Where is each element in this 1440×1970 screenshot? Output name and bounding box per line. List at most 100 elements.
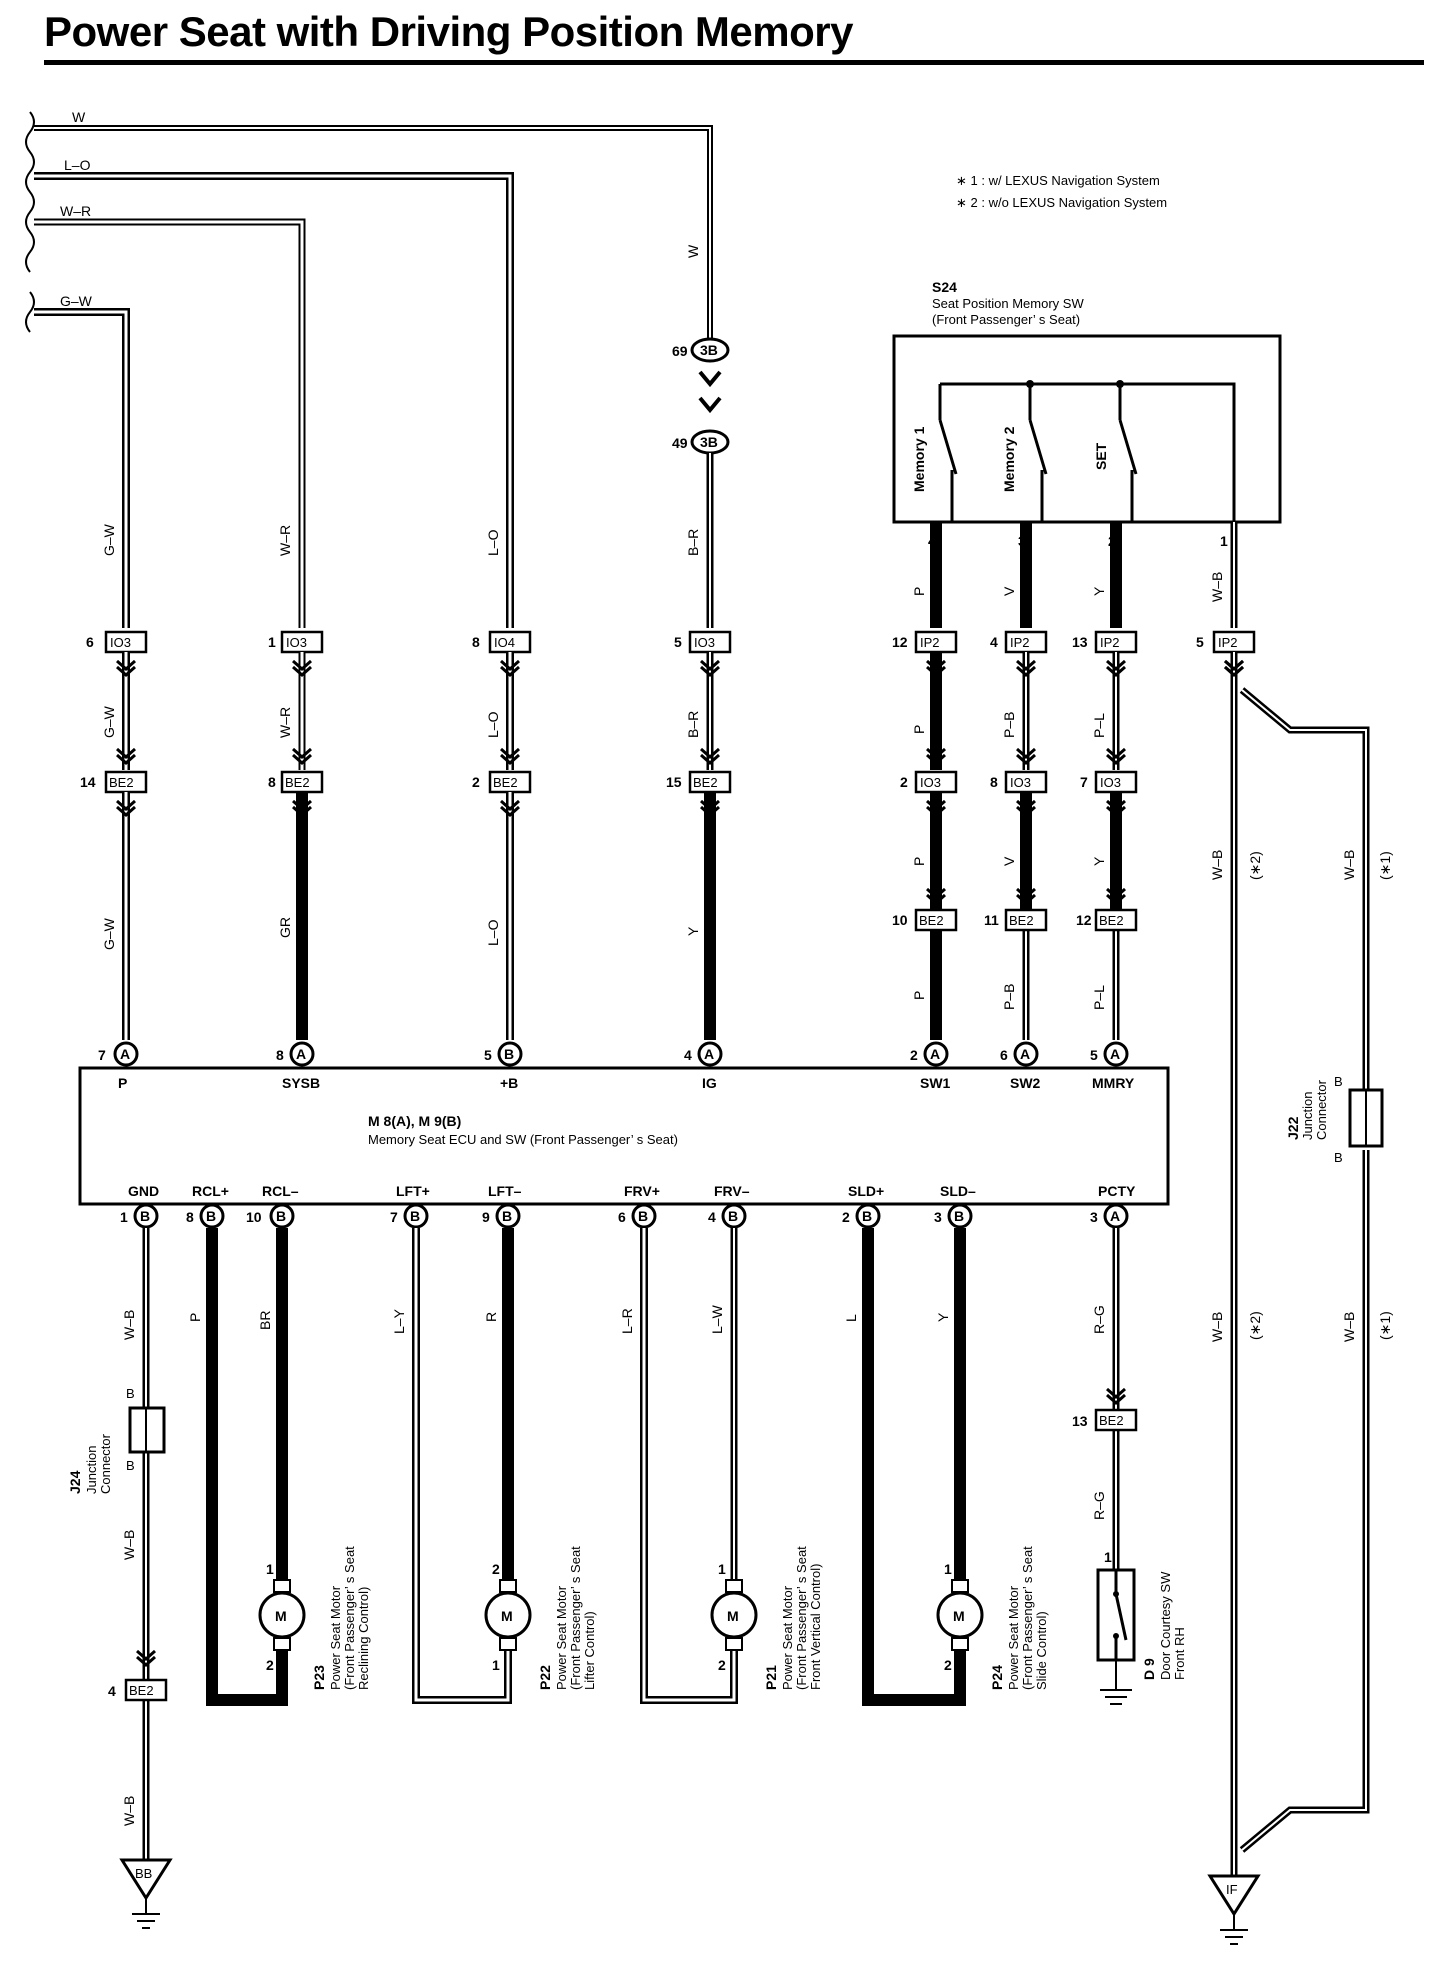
svg-text:IO3: IO3 xyxy=(286,635,307,650)
wire-label-wb: W–B xyxy=(1209,572,1225,602)
svg-text:B: B xyxy=(862,1208,872,1224)
switch-contact-memory1: Memory 1 xyxy=(911,426,927,492)
switch-box xyxy=(892,334,1282,524)
switch-sub: (Front Passenger’ s Seat) xyxy=(932,312,1080,327)
svg-text:P24: P24 xyxy=(989,1665,1005,1690)
svg-text:2: 2 xyxy=(492,1561,500,1577)
svg-text:1: 1 xyxy=(1104,1549,1112,1565)
svg-text:7: 7 xyxy=(98,1047,106,1063)
svg-text:IG: IG xyxy=(702,1075,717,1091)
svg-text:IP2: IP2 xyxy=(1010,635,1030,650)
svg-text:FRV+: FRV+ xyxy=(624,1183,660,1199)
wire-label: L–R xyxy=(619,1308,635,1334)
svg-text:69: 69 xyxy=(672,343,688,359)
svg-text:FRV–: FRV– xyxy=(714,1183,750,1199)
note-1: ∗ 1 : w/ LEXUS Navigation System xyxy=(956,173,1160,188)
svg-text:5: 5 xyxy=(484,1047,492,1063)
wire-label: W–B xyxy=(1341,850,1357,880)
svg-text:(Front Passenger’ s Seat: (Front Passenger’ s Seat xyxy=(794,1546,809,1690)
svg-text:1: 1 xyxy=(718,1561,726,1577)
svg-text:GND: GND xyxy=(128,1183,159,1199)
diagram-title: Power Seat with Driving Position Memory xyxy=(44,8,853,55)
note-2: ∗ 2 : w/o LEXUS Navigation System xyxy=(956,195,1167,210)
wire-label: Y xyxy=(685,926,701,936)
wire-label: W–B xyxy=(121,1310,137,1340)
svg-text:IO3: IO3 xyxy=(110,635,131,650)
wire-label-sw2: V xyxy=(1001,586,1017,596)
wire-label: BR xyxy=(257,1311,273,1330)
svg-text:8: 8 xyxy=(472,634,480,650)
wire-wb-loop xyxy=(1230,652,1370,1876)
svg-text:BE2: BE2 xyxy=(1099,1413,1124,1428)
svg-text:SW1: SW1 xyxy=(920,1075,951,1091)
svg-text:9: 9 xyxy=(482,1209,490,1225)
svg-text:BE2: BE2 xyxy=(693,775,718,790)
wire-label: (∗1) xyxy=(1377,851,1393,880)
svg-text:J24: J24 xyxy=(67,1470,83,1494)
svg-text:6: 6 xyxy=(1000,1047,1008,1063)
svg-text:LFT+: LFT+ xyxy=(396,1183,430,1199)
svg-text:3: 3 xyxy=(934,1209,942,1225)
wire-label: P–B xyxy=(1001,712,1017,738)
svg-text:12: 12 xyxy=(1076,912,1092,928)
svg-text:Reclining Control): Reclining Control) xyxy=(356,1587,371,1690)
wire-label: L–O xyxy=(485,711,501,738)
svg-text:2: 2 xyxy=(910,1047,918,1063)
connector-3b: 3B 69 3B 49 xyxy=(672,337,730,455)
wire-label: P xyxy=(187,1313,203,1322)
svg-text:8: 8 xyxy=(990,774,998,790)
svg-text:Front Vertical Control): Front Vertical Control) xyxy=(808,1564,823,1690)
wire-label: (∗1) xyxy=(1377,1311,1393,1340)
motor-p21: M 1 2 P21 Power Seat Motor (Front Passen… xyxy=(710,1546,823,1690)
svg-text:2: 2 xyxy=(900,774,908,790)
svg-text:Connector: Connector xyxy=(98,1433,113,1494)
wire-label: Y xyxy=(1091,856,1107,866)
svg-text:BE2: BE2 xyxy=(493,775,518,790)
svg-text:M: M xyxy=(501,1608,513,1624)
svg-text:Junction: Junction xyxy=(1300,1092,1315,1140)
wires-lower xyxy=(122,792,1122,1040)
svg-text:2: 2 xyxy=(842,1209,850,1225)
wire-w-r xyxy=(34,218,306,628)
svg-text:P22: P22 xyxy=(537,1665,553,1690)
svg-text:2: 2 xyxy=(944,1657,952,1673)
wire-label: G–W xyxy=(101,705,117,738)
wire-label: V xyxy=(1001,856,1017,866)
svg-text:11: 11 xyxy=(984,912,999,928)
svg-text:P: P xyxy=(118,1075,127,1091)
svg-text:B: B xyxy=(1334,1074,1343,1089)
svg-text:13: 13 xyxy=(1072,1413,1088,1429)
junction-j22: B B J22 Junction Connector xyxy=(1285,1074,1384,1165)
wire-label: P–L xyxy=(1091,985,1107,1010)
svg-text:LFT–: LFT– xyxy=(488,1183,522,1199)
svg-text:15: 15 xyxy=(666,774,682,790)
svg-text:BE2: BE2 xyxy=(109,775,134,790)
svg-text:10: 10 xyxy=(246,1209,262,1225)
ground-if: IF xyxy=(1207,1874,1261,1945)
wire-label: W–R xyxy=(277,525,293,556)
svg-text:10: 10 xyxy=(892,912,908,928)
switch-internals xyxy=(938,382,1236,522)
svg-text:6: 6 xyxy=(618,1209,626,1225)
svg-text:B: B xyxy=(276,1208,286,1224)
svg-text:A: A xyxy=(930,1046,940,1062)
svg-text:P21: P21 xyxy=(763,1665,779,1690)
svg-text:M: M xyxy=(727,1608,739,1624)
wire-label-l-o: L–O xyxy=(64,157,91,173)
svg-text:P23: P23 xyxy=(311,1665,327,1690)
svg-text:Junction: Junction xyxy=(84,1446,99,1494)
svg-text:(Front Passenger’ s Seat: (Front Passenger’ s Seat xyxy=(568,1546,583,1690)
title-rule xyxy=(44,60,1424,65)
ground-bb: BB xyxy=(119,1858,173,1929)
motor-p23: M 1 2 P23 Power Seat Motor (Front Passen… xyxy=(258,1546,371,1690)
wire-label: Y xyxy=(935,1312,951,1322)
wire-label: W–B xyxy=(1341,1312,1357,1342)
svg-text:BE2: BE2 xyxy=(919,913,944,928)
svg-text:8: 8 xyxy=(268,774,276,790)
svg-text:PCTY: PCTY xyxy=(1098,1183,1136,1199)
svg-text:2: 2 xyxy=(472,774,480,790)
svg-text:1: 1 xyxy=(266,1561,274,1577)
svg-text:BB: BB xyxy=(135,1866,152,1881)
svg-text:3B: 3B xyxy=(700,342,718,358)
svg-text:3: 3 xyxy=(1090,1209,1098,1225)
